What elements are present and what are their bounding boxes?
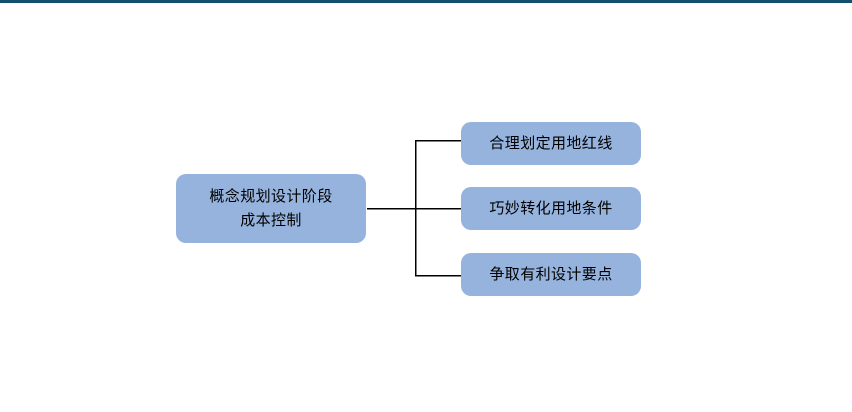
node-child-2[interactable]: 巧妙转化用地条件 [461,187,641,230]
node-child-3-label: 争取有利设计要点 [489,264,613,283]
node-child-3[interactable]: 争取有利设计要点 [461,253,641,296]
node-root-line-2: 成本控制 [240,210,302,229]
node-child-2-label: 巧妙转化用地条件 [489,198,613,217]
top-accent-rule [0,0,852,3]
node-child-1-label: 合理划定用地红线 [489,133,613,152]
node-root-line-1: 概念规划设计阶段 [209,187,333,206]
node-child-1[interactable]: 合理划定用地红线 [461,122,641,165]
node-root[interactable]: 概念规划设计阶段 成本控制 [176,174,366,243]
